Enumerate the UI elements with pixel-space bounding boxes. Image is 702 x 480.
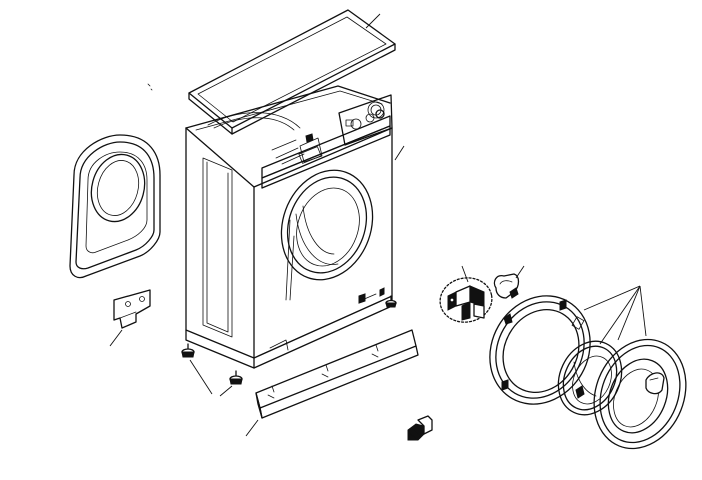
leader-plinth: [245, 419, 259, 437]
door-frame-inner: [593, 338, 687, 450]
door-frame-outer: [489, 295, 591, 405]
door-lock-assembly: [439, 277, 493, 323]
door-glass: [557, 340, 623, 416]
door-parts-leaders: [583, 285, 647, 345]
cabinet-porthole: [280, 169, 374, 301]
leader-foot-2: [219, 385, 233, 397]
top-lid: [188, 9, 396, 135]
side-panel-seal: [69, 134, 161, 279]
leader-bracket: [109, 329, 123, 347]
leader-lock: [461, 265, 469, 283]
plinth: [255, 329, 419, 419]
leader-top-lid: [365, 13, 381, 29]
small-clip: [407, 415, 433, 441]
mounting-bracket: [113, 289, 151, 329]
stray-mark: [147, 83, 153, 91]
levelling-foot: [181, 293, 397, 385]
leader-foot-1: [189, 359, 213, 395]
leader-cabinet: [394, 145, 405, 161]
cabinet: [185, 85, 393, 369]
leader-hinge: [515, 265, 525, 279]
hinge-cover: [493, 273, 520, 299]
